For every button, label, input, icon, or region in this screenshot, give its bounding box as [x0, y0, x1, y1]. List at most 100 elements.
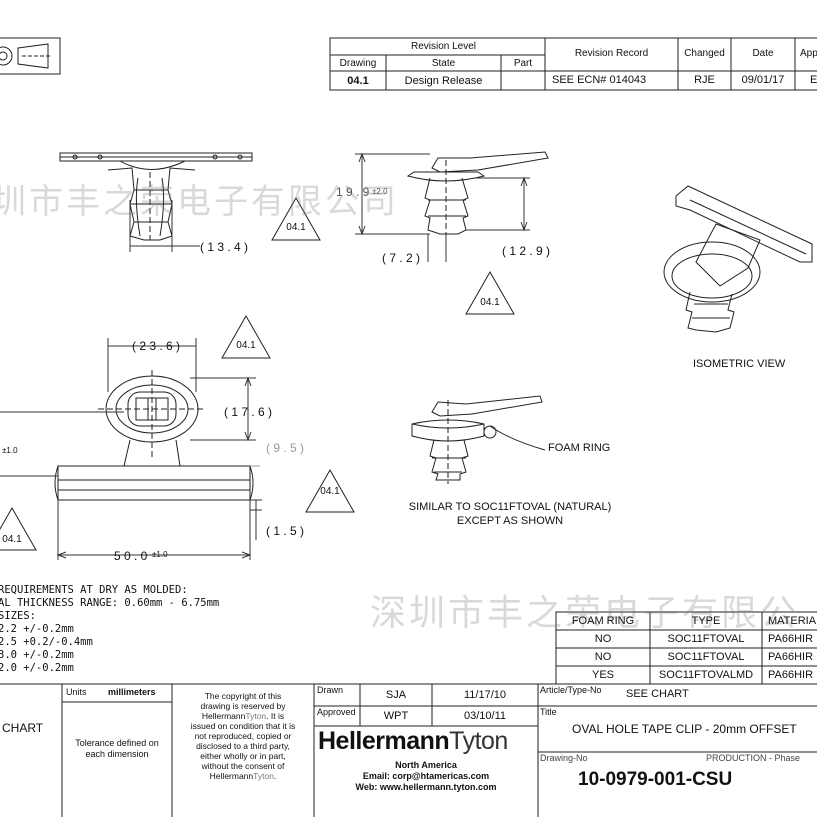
front-view-part: [59, 152, 253, 241]
chart-header-material: MATERIA: [768, 615, 817, 627]
approved-value: E: [810, 74, 817, 86]
foam-ring-label: FOAM RING: [548, 442, 611, 454]
part-header: Part: [513, 58, 533, 69]
chart-label: CHART: [2, 721, 44, 735]
dim-50-0-tolerance: ±1.0: [152, 550, 168, 559]
drawn-date: 11/17/10: [463, 689, 506, 701]
chart-cell: YES: [591, 669, 614, 681]
top-view-dims: [0, 338, 262, 560]
chart-cell: SOC11FTOVALMD: [658, 669, 754, 681]
chart-cell: NO: [594, 633, 612, 645]
rev-marker-2: 04.1: [480, 297, 500, 308]
changed-value: RJE: [694, 74, 715, 86]
note-line-2: AL THICKNESS RANGE: 0.60mm - 6.75mm: [0, 597, 220, 609]
title-header: Title: [540, 707, 557, 717]
date-header: Date: [752, 48, 774, 59]
changed-header: Changed: [684, 48, 725, 59]
watermark-bottom: 深圳市丰之荣电子有限公: [370, 593, 800, 634]
units-value: millimeters: [108, 687, 156, 697]
copyright-block: The copyright of this drawing is reserve…: [174, 691, 312, 781]
copyright-line: drawing is reserved by: [200, 701, 286, 711]
article-header: Article/Type-No: [540, 685, 602, 695]
approved-by: WPT: [383, 710, 409, 722]
rev-triangles: [0, 196, 515, 551]
isometric-view-label: ISOMETRIC VIEW: [693, 358, 786, 370]
drawing-value: 04.1: [347, 75, 369, 87]
state-value: Design Release: [404, 75, 483, 87]
copyright-line: HellermannTyton. It is: [174, 711, 312, 721]
revision-level-header: Revision Level: [410, 41, 477, 52]
dim-7-2: ( 7 . 2 ): [382, 251, 421, 265]
dim-13-4: ( 1 3 . 4 ): [200, 240, 249, 254]
dim-17-6: ( 1 7 . 6 ): [224, 405, 273, 419]
rev-marker-3: 04.1: [236, 340, 256, 351]
chart-table-lines: [555, 611, 817, 685]
chart-header-foam-ring: FOAM RING: [571, 615, 635, 627]
isometric-view-part: [663, 185, 813, 333]
note-line-1: REQUIREMENTS AT DRY AS MOLDED:: [0, 584, 188, 596]
copyright-line: disclosed to a third party,: [196, 741, 290, 751]
article-value: SEE CHART: [626, 688, 689, 700]
similar-note-line2: EXCEPT AS SHOWN: [456, 515, 564, 527]
drawn-header: Drawn: [317, 685, 344, 695]
note-line-7: 2.0 +/-0.2mm: [0, 662, 74, 674]
copyright-line-end: . It is: [266, 711, 285, 721]
contact-email: Email: corp@htamericas.com: [362, 771, 490, 781]
chart-cell: PA66HIR: [768, 633, 814, 645]
rev-marker-5: 04.1: [2, 534, 22, 545]
approved-date: 03/10/11: [463, 710, 506, 722]
production-phase-header: PRODUCTION - Phase: [706, 753, 801, 763]
logo-part-b: Tyton: [449, 727, 508, 755]
copyright-line: either wholly or in part,: [200, 751, 286, 761]
side-view-dims: [355, 152, 530, 262]
region: North America: [395, 760, 457, 770]
logo-part-a: Hellermann: [318, 727, 450, 755]
dim-9-5: ( 9 . 5 ): [266, 441, 305, 455]
dim-12-9: ( 1 2 . 9 ): [502, 244, 551, 258]
dim-23-6: ( 2 3 . 6 ): [132, 339, 181, 353]
chart-header-type: TYPE: [691, 615, 721, 627]
note-line-3: SIZES:: [0, 610, 36, 622]
chart-cell: SOC11FTOVAL: [667, 651, 745, 663]
revision-record-value: SEE ECN# 014043: [552, 74, 647, 86]
copyright-brand-b: Tyton: [253, 771, 274, 781]
drawing-header: Drawing: [339, 58, 377, 69]
drawing-title: OVAL HOLE TAPE CLIP - 20mm OFFSET: [572, 722, 797, 736]
dim-19-9-tolerance: ±2.0: [372, 187, 388, 196]
foam-ring-view-part: [411, 395, 546, 484]
note-line-6: 3.0 +/-0.2mm: [0, 649, 74, 661]
copyright-line: HellermannTyton.: [174, 771, 312, 781]
approved-header-tb: Approved: [317, 707, 356, 717]
dim-19-9: 1 9 . 9: [336, 185, 370, 199]
copyright-line: not reproduced, copied or: [194, 731, 292, 741]
chart-cell: SOC11FTOVAL: [667, 633, 745, 645]
copyright-brand-a: Hellermann: [201, 711, 246, 721]
drawn-by: SJA: [385, 689, 407, 701]
drawing-no-header: Drawing-No: [540, 753, 588, 763]
note-line-5: 2.5 +0.2/-0.4mm: [0, 636, 93, 648]
note-line-4: 2.2 +/-0.2mm: [0, 623, 74, 635]
front-view-dims: [129, 200, 200, 252]
copyright-line: without the consent of: [201, 761, 285, 771]
copyright-line: issued on condition that it is: [190, 721, 296, 731]
chart-cell: NO: [594, 651, 612, 663]
revision-record-header: Revision Record: [574, 48, 649, 59]
rev-marker-4: 04.1: [320, 486, 340, 497]
copyright-brand-a: Hellermann: [209, 771, 254, 781]
state-header: State: [431, 58, 456, 69]
copyright-line: The copyright of this: [204, 691, 282, 701]
company-logo: HellermannTyton: [318, 729, 508, 754]
dim-left-tolerance: ±1.0: [2, 446, 18, 455]
projection-symbol: [0, 37, 61, 75]
title-block-lines: [0, 683, 817, 817]
copyright-brand-b: Tyton: [245, 711, 267, 721]
revision-table-lines: [329, 37, 817, 91]
approved-header: App: [800, 48, 817, 59]
contact-web: Web: www.hellermann.tyton.com: [355, 782, 497, 792]
similar-note-line1: SIMILAR TO SOC11FTOVAL (NATURAL): [408, 501, 612, 513]
dim-50-0: 5 0 . 0: [114, 549, 148, 563]
chart-cell: PA66HIR: [768, 669, 814, 681]
units-header: Units: [66, 687, 87, 697]
chart-cell: PA66HIR: [768, 651, 814, 663]
